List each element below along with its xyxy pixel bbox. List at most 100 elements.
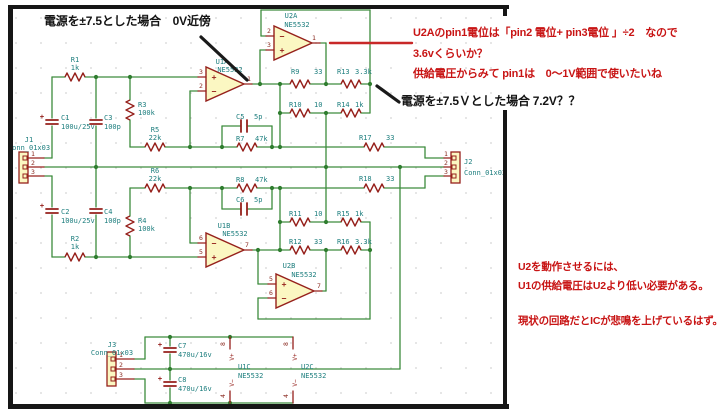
resistor-R13 [340,79,362,89]
power-label-U1C: NE5532 [238,372,263,380]
junction-dot [127,74,133,80]
opamp-pin-number-U2A: 2 [267,27,271,35]
capacitor-label-C2: 100u/25v [61,217,95,225]
opamp-pin-number-U2B: 5 [269,275,273,283]
power-pin-number-U1C: 4 [219,394,227,398]
resistor-label-R16: R16 [337,238,350,246]
junction-dot [219,185,225,191]
resistor-R15 [340,217,362,227]
resistor-R6 [144,183,166,193]
resistor-label-R18: R18 [359,175,372,183]
resistor-label-R8: R8 [236,176,244,184]
annotation-pin1-line3: 供給電圧からみて pin1は 0～1V範囲で使いたいね [413,68,662,80]
wire-layer [43,9,445,406]
junction-dot [127,254,133,260]
annotation-pin1-line2: 3.6vくらいか？ [413,48,488,60]
connector-pin-number-J3: 2 [119,361,123,369]
junction-dot [277,81,283,87]
junction-dot [93,254,99,260]
connector-pin-square-J3 [110,366,116,372]
resistor-R11 [289,217,311,227]
opamp-label-U2A: NE5532 [284,21,309,29]
resistor-R10 [289,108,311,118]
resistor-label-R4: 100k [138,225,156,233]
resistor-label-R4: R4 [138,217,146,225]
capacitor-label-C5: C5 [236,113,244,121]
resistor-label-R15: R15 [337,210,350,218]
resistor-R8 [236,183,258,193]
opamp-pin-number-U1B: 6 [199,234,203,242]
connector-pin-number-J1: 1 [31,150,35,158]
annotation-supply-0v-note: 電源を±7.5とした場合 0V近傍 [44,14,211,28]
opamp-pin-number-U2B: 6 [269,289,273,297]
connector-label-J1: J1 [25,136,33,144]
connector-pin-square-J2 [451,155,457,161]
capacitor-label-C8: 470u/16v [178,385,212,393]
resistor-label-R14: R14 [337,101,350,109]
junction-dot [277,185,283,191]
symbol-layer: +++++−−+−++−V+V−V+V− [18,24,461,404]
grid-dots [13,9,503,404]
junction-dot [167,334,173,340]
resistor-label-R6: 22k [149,175,162,183]
junction-dot [323,164,329,170]
opamp-label-U1A: U1A [216,58,229,66]
resistor-label-R18: 33 [386,175,394,183]
opamp-input-sign: − [212,239,217,248]
capacitor-label-C3: 100p [104,123,121,131]
power-vminus-U1C: V− [229,379,236,387]
connector-label-J3: J3 [108,341,116,349]
opamp-U2A [273,24,314,62]
opamp-pin-number-U1A: 1 [247,75,251,83]
opamp-label-U2B: NE5532 [291,271,316,279]
resistor-label-R7: 47k [255,135,268,143]
frame-layer [8,5,509,409]
connector-pin-square-J2 [451,164,457,170]
junction-dot [367,247,373,253]
capacitor-polarity-C2: + [40,202,44,210]
resistor-label-R7: R7 [236,135,244,143]
junction-dot [277,219,283,225]
junction-dot [93,74,99,80]
opamp-label-U1A: NE5532 [217,66,242,74]
resistor-label-R5: 22k [149,134,162,142]
connector-label-J2: J2 [464,158,472,166]
connector-pin-number-J2: 3 [444,168,448,176]
opamp-label-U2A: U2A [285,12,298,20]
frame-bar [8,404,509,409]
resistor-label-R17: 33 [386,134,394,142]
junction-dot [167,366,173,372]
capacitor-label-C5: 5p [254,113,262,121]
capacitor-label-C4: 100p [104,217,121,225]
resistor-R3 [125,99,135,121]
power-pin-number-U1C: 8 [219,342,227,346]
resistor-R12 [289,245,311,255]
power-vplus-U1C: V+ [229,353,236,361]
capacitor-label-C2: C2 [61,208,69,216]
connector-pin-square-J1 [22,173,28,179]
junction-dot [187,144,193,150]
resistor-label-R1: R1 [71,56,79,64]
power-vminus-U2C: V− [292,379,299,387]
opamp-pin-number-U2B: 7 [317,282,321,290]
connector-pin-square-J3 [110,376,116,382]
resistor-R5 [144,142,166,152]
resistor-label-R17: R17 [359,134,372,142]
resistor-label-R10: 10 [314,101,322,109]
capacitor-label-C7: 470u/16v [178,351,212,359]
resistor-label-R5: R5 [151,126,159,134]
resistor-label-R6: R6 [151,167,159,175]
connector-pin-number-J3: 3 [119,371,123,379]
opamp-label-U1B: U1B [218,222,231,230]
junction-dot [397,164,403,170]
opamp-pin-number-U1B: 5 [199,248,203,256]
opamp-U1B [205,231,246,269]
resistor-label-R13: R13 [337,68,350,76]
capacitor-label-C4: C4 [104,208,112,216]
resistor-label-R15: 1k [355,210,364,218]
resistor-R18 [363,183,385,193]
capacitor-label-C6: 5p [254,196,262,204]
resistor-label-R12: 33 [314,238,322,246]
